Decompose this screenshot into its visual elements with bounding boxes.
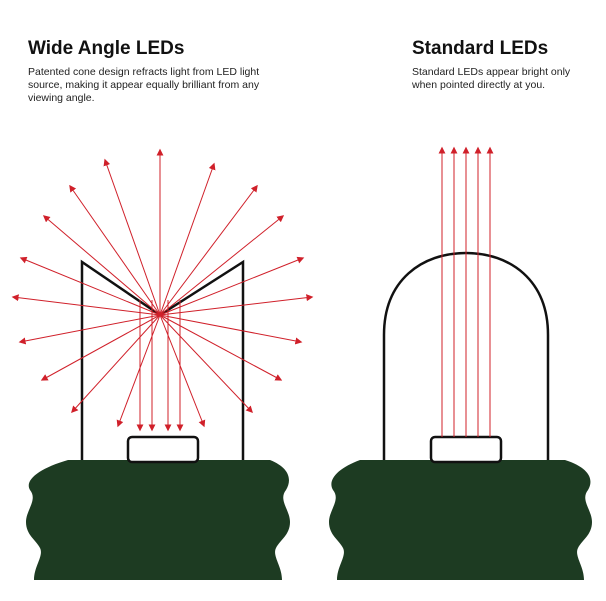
wide-angle-ray [159,314,283,381]
standard-led-base [329,460,592,580]
wide-angle-ray [116,314,161,428]
wide-angle-ray [71,314,161,414]
standard-description: Standard LEDs appear bright only when po… [412,66,571,91]
wide-angle-ray [159,294,314,316]
wide-angle-ray [159,184,258,316]
wide-angle-description: Patented cone design refracts light from… [28,66,260,104]
wide-angle-ray [69,184,161,316]
standard-led [329,146,592,580]
wide-angle-light-rays [11,148,314,432]
wide-angle-ray [19,256,161,316]
wide-angle-ray [18,314,161,345]
wide-angle-ray [159,314,253,414]
wide-angle-title: Wide Angle LEDs [28,38,185,59]
wide-angle-ray [40,314,161,381]
standard-led-chip [429,435,503,464]
wide-angle-ray [11,294,161,316]
wide-angle-led-base [26,460,290,580]
wide-angle-ray [103,158,161,316]
wide-angle-ray [159,314,206,428]
wide-angle-ray [159,256,305,316]
standard-title: Standard LEDs [412,38,549,59]
standard-light-rays [438,146,494,437]
wide-angle-ray [159,162,216,316]
wide-angle-ray [159,215,285,316]
wide-angle-led-chip [126,435,200,464]
wide-angle-led [11,148,314,580]
wide-angle-ray [159,314,303,345]
wide-angle-ray [42,215,161,316]
